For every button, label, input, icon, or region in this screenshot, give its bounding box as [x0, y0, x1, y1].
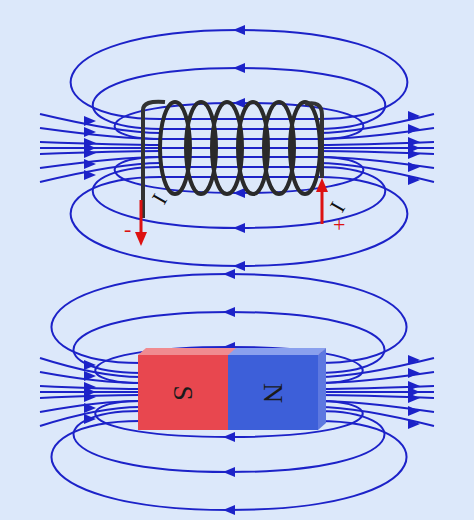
magnet-pole-north: N — [228, 355, 318, 430]
field-arrow — [84, 387, 96, 397]
field-arrow — [408, 368, 420, 378]
terminal-sign: + — [333, 214, 345, 236]
solenoid-coil — [143, 102, 322, 218]
current-arrow — [321, 188, 324, 224]
field-arrow — [84, 170, 96, 180]
field-arrow — [408, 175, 420, 185]
magnet-top-face — [228, 348, 326, 355]
pole-letter: S — [167, 385, 199, 401]
field-arrow — [408, 143, 420, 153]
current-arrow — [140, 200, 143, 236]
field-line — [40, 358, 140, 377]
magnet-side-face — [318, 348, 326, 430]
field-arrow — [223, 269, 235, 279]
field-arrow — [408, 162, 420, 172]
field-arrow — [223, 432, 235, 442]
field-arrow — [408, 406, 420, 416]
field-line — [40, 372, 140, 383]
arrow-head — [316, 178, 328, 192]
field-arrow — [223, 307, 235, 317]
current-label: I — [148, 190, 171, 207]
coil-lead — [305, 103, 322, 178]
field-arrow — [408, 419, 420, 429]
field-arrow — [408, 355, 420, 365]
magnet-pole-south: S — [138, 355, 228, 430]
pole-letter: N — [257, 382, 289, 402]
field-arrow — [223, 505, 235, 515]
field-line — [40, 407, 140, 426]
field-arrow — [408, 124, 420, 134]
terminal-sign: - — [124, 218, 131, 240]
field-arrow — [233, 223, 245, 233]
field-arrow — [84, 127, 96, 137]
field-line — [71, 177, 408, 266]
field-arrow — [408, 111, 420, 121]
field-line — [51, 274, 406, 363]
field-line — [40, 401, 140, 412]
arrow-head — [135, 232, 147, 246]
field-arrow — [233, 25, 245, 35]
field-arrow — [408, 387, 420, 397]
field-arrow — [84, 360, 96, 370]
coil-winding — [290, 102, 320, 194]
field-arrow — [84, 414, 96, 424]
field-arrow — [223, 467, 235, 477]
magnet-top-face — [138, 348, 326, 355]
field-line — [71, 30, 408, 119]
field-arrow — [233, 63, 245, 73]
field-lines — [40, 25, 434, 515]
field-arrow — [84, 143, 96, 153]
field-line — [51, 421, 406, 510]
field-arrow — [84, 159, 96, 169]
field-arrow — [84, 116, 96, 126]
